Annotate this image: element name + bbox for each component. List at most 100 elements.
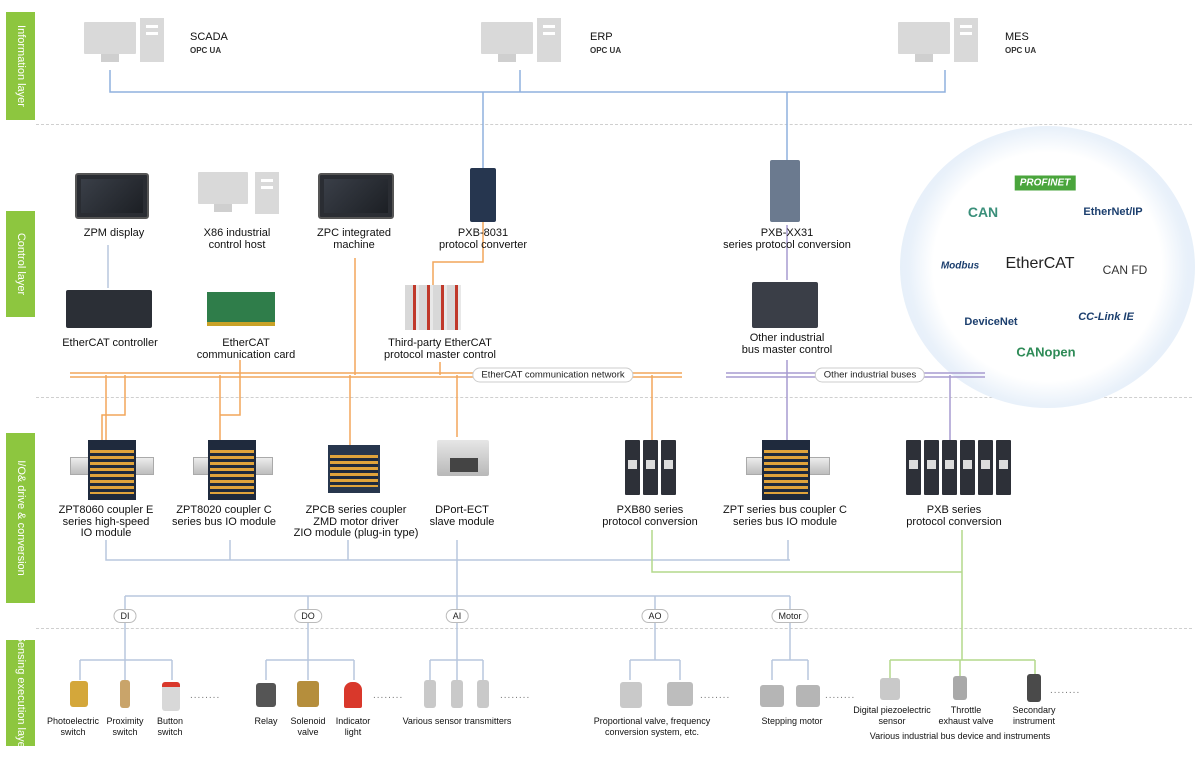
throttle-line2: exhaust valve: [938, 716, 994, 726]
ethercat-card-icon: [207, 292, 275, 326]
erp-stand-icon: [498, 54, 516, 62]
x86-monitor-icon: [198, 172, 248, 204]
erp-monitor-icon: [481, 22, 533, 54]
zpc-machine-line2: machine: [333, 238, 375, 251]
modbus-logo: Modbus: [940, 260, 980, 272]
x86-host-line1: X86 industrial: [203, 227, 271, 239]
separator-io-sensing: [36, 628, 1192, 629]
pxb80-module-2-icon: [643, 440, 658, 495]
scada-monitor-icon: [84, 22, 136, 54]
cclinkie-logo: CC-Link IE: [1078, 311, 1134, 323]
pxb-module-2-icon: [924, 440, 939, 495]
x86-tower-icon: [255, 172, 279, 214]
third-party-line1: Third-party EtherCAT: [388, 337, 492, 349]
secondary-instrument-icon: [1027, 674, 1041, 702]
zpcb-line1: ZPCB series coupler: [305, 504, 407, 516]
signal-di-pill: DI: [113, 609, 137, 623]
signal-do-pill: DO: [294, 609, 322, 623]
sensing-layer-tab: Sensing execution layer: [6, 635, 35, 751]
proportional-valve-icon: [620, 682, 642, 708]
ethercat-network-label: EtherCAT communication network: [472, 367, 634, 383]
proportional-line1: Proportional valve, frequency: [593, 716, 711, 726]
dport-port-icon: [450, 458, 478, 472]
ethernetip-logo: EtherNet/IP: [1083, 206, 1143, 218]
stepping-motor-label: Stepping motor: [761, 716, 823, 726]
pxb8031-line2: protocol converter: [438, 238, 528, 251]
zpt8020-line1: ZPT8020 coupler C: [176, 504, 272, 516]
pxb-line2: protocol conversion: [906, 515, 1002, 528]
bus-logo-circle: [900, 126, 1195, 408]
zpt8060-line1: ZPT8060 coupler E: [58, 504, 154, 516]
indicator-light-icon: [344, 682, 362, 708]
relay-icon: [256, 683, 276, 707]
erp-opc-logo: OPC UA: [590, 46, 622, 55]
ethercat-controller-icon: [66, 290, 152, 328]
pxb-module-1-icon: [906, 440, 921, 495]
signal-ai-pill: AI: [445, 609, 469, 623]
other-master-line2: bus master control: [741, 343, 833, 356]
photoelectric-line1: Photoelectric: [46, 716, 100, 726]
devicenet-logo: DeviceNet: [964, 316, 1018, 328]
di-more-dots: ........: [190, 690, 221, 701]
separator-control-io: [36, 397, 1192, 398]
zpt8020-module-icon: [208, 440, 256, 500]
proximity-line1: Proximity: [106, 716, 144, 726]
throttle-valve-icon: [953, 676, 967, 700]
zpc-machine-icon: [318, 173, 394, 219]
io-layer-tab: I/O& drive & conversion: [6, 433, 35, 603]
pxbxx31-line1: PXB-XX31: [760, 227, 814, 239]
pxbxx31-line2: series protocol conversion: [723, 238, 851, 251]
mes-tower-icon: [954, 18, 978, 62]
solenoid-line2: valve: [297, 727, 319, 737]
x86-stand-icon: [214, 204, 232, 212]
piezo-line2: sensor: [878, 716, 906, 726]
relay-label: Relay: [254, 716, 278, 726]
mes-label: MES: [1005, 31, 1029, 43]
scada-opc-logo: OPC UA: [190, 46, 222, 55]
do-more-dots: ........: [373, 690, 404, 701]
zpcb-line3: ZIO module (plug-in type): [293, 527, 419, 539]
scada-label: SCADA: [190, 31, 228, 43]
other-buses-label: Other industrial buses: [814, 367, 926, 383]
ai-more-dots: ........: [500, 690, 531, 701]
zpm-display-icon: [75, 173, 149, 219]
erp-label: ERP: [590, 31, 613, 43]
piezo-sensor-icon: [880, 678, 900, 700]
canfd-logo: CAN FD: [1102, 263, 1148, 277]
button-line2: switch: [157, 727, 183, 737]
motor-more-dots: ........: [825, 690, 856, 701]
ethercat-controller-label: EtherCAT controller: [62, 337, 158, 349]
scada-tower-icon: [140, 18, 164, 62]
frequency-converter-icon: [667, 682, 693, 706]
zpt8060-line3: IO module: [80, 527, 132, 539]
zpt8060-module-icon: [88, 440, 136, 500]
ethercat-card-line2: communication card: [196, 348, 296, 361]
solenoid-line1: Solenoid: [290, 716, 326, 726]
stepping-motor-1-icon: [760, 685, 784, 707]
piezo-line1: Digital piezoelectric: [853, 705, 931, 715]
signal-ao-pill: AO: [641, 609, 669, 623]
mes-monitor-icon: [898, 22, 950, 54]
bus-more-dots: ........: [1050, 685, 1081, 696]
pxb-line1: PXB series: [926, 504, 982, 516]
pxb80-line2: protocol conversion: [602, 515, 698, 528]
separator-info-control: [36, 124, 1192, 125]
zpcb-module-icon: [328, 445, 380, 493]
indicator-line1: Indicator: [335, 716, 371, 726]
scada-stand-icon: [101, 54, 119, 62]
